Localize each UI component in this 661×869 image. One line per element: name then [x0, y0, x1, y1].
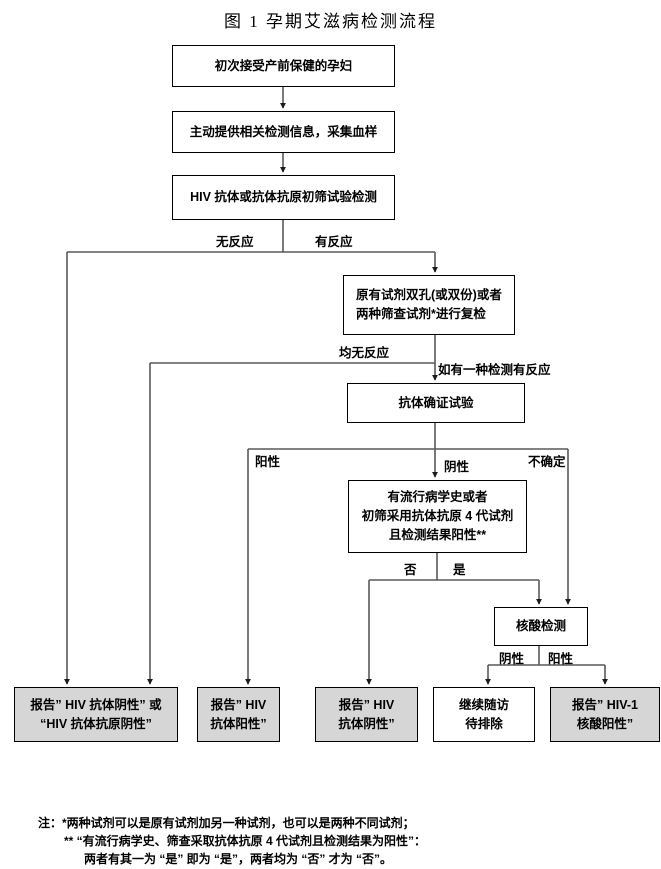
- footnote-line-1: 注：*两种试剂可以是原有试剂加另一种试剂，也可以是两种不同试剂；: [38, 816, 415, 830]
- footnote-line-2: ** “有流行病学史、筛查采取抗体抗原 4 代试剂且检测结果为阳性”：: [64, 834, 427, 848]
- edge-label-no: 否: [404, 563, 417, 577]
- node-epidemiology: 有流行病学史或者 初筛采用抗体抗原 4 代试剂 且检测结果阳性**: [348, 480, 527, 553]
- node-report-antibody-negative-or-agneg: 报告” HIV 抗体阴性” 或 “HIV 抗体抗原阴性”: [14, 687, 178, 742]
- edge-label-negative: 阴性: [444, 460, 470, 474]
- edge-label-nat-negative: 阴性: [499, 652, 525, 666]
- node-report-nat-positive: 报告” HIV-1 核酸阳性”: [550, 687, 660, 742]
- footnote-line-3: 两者有其一为 “是” 即为 “是”，两者均为 “否” 才为 “否”。: [84, 852, 393, 866]
- node-antibody-confirm: 抗体确证试验: [347, 383, 525, 423]
- edge-label-both-no-reaction: 均无反应: [339, 346, 390, 360]
- node-initial-screening: HIV 抗体或抗体抗原初筛试验检测: [172, 175, 395, 220]
- node-report-antibody-positive: 报告” HIV 抗体阳性”: [197, 687, 280, 742]
- node-start: 初次接受产前保健的孕妇: [172, 45, 395, 87]
- edge-label-indeterminate: 不确定: [528, 455, 566, 469]
- edge-label-yes: 是: [453, 563, 466, 577]
- edge-label-no-reaction: 无反应: [216, 235, 254, 249]
- footnotes: 注：*两种试剂可以是原有试剂加另一种试剂，也可以是两种不同试剂； ** “有流行…: [38, 814, 638, 868]
- edge-label-reaction: 有反应: [315, 235, 353, 249]
- node-recheck: 原有试剂双孔(或双份)或者 两种筛查试剂*进行复检: [343, 275, 515, 335]
- node-provide-info: 主动提供相关检测信息，采集血样: [172, 111, 395, 153]
- figure-title: 图 1 孕期艾滋病检测流程: [224, 12, 437, 31]
- node-report-antibody-negative: 报告” HIV 抗体阴性”: [315, 687, 418, 742]
- edge-label-positive: 阳性: [255, 455, 281, 469]
- node-nat: 核酸检测: [494, 607, 588, 646]
- edge-label-nat-positive: 阳性: [548, 652, 574, 666]
- edge-label-one-reactive: 如有一种检测有反应: [438, 363, 551, 377]
- node-follow-up: 继续随访 待排除: [433, 687, 535, 742]
